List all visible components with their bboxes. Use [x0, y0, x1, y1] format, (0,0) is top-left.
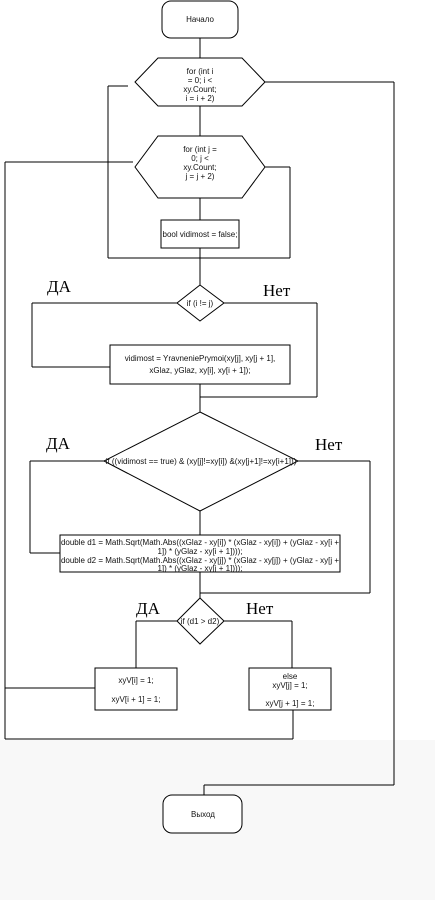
if-vidimost-text: if ((vidimost == true) & (xy[j]!=xy[i]) …: [106, 457, 297, 466]
else-line-3: xyV[j + 1] = 1;: [266, 699, 315, 708]
branch-no-label-2: Нет: [315, 435, 343, 454]
for-i-line-2: = 0; i <: [188, 76, 213, 85]
else-line-1: else: [283, 672, 298, 681]
branch-yes-label-1: ДА: [47, 277, 72, 296]
xyv-i-line-2: xyV[i + 1] = 1;: [112, 695, 161, 704]
distances-line-1: double d1 = Math.Sqrt(Math.Abs((xGlaz - …: [61, 538, 339, 547]
distances-process: [59, 534, 341, 573]
distances-line-3: double d2 = Math.Sqrt(Math.Abs((xGlaz - …: [61, 556, 339, 565]
branch-yes-label-2: ДА: [46, 434, 71, 453]
vidimost-assign-process: [109, 344, 291, 385]
exit-text: Выход: [191, 810, 215, 819]
if-i-ne-j-decision: [176, 284, 225, 322]
else-process: [248, 667, 332, 711]
for-j-line-2: 0; j <: [191, 154, 209, 163]
for-i-line-1: for (int i: [187, 67, 214, 76]
start-text: Начало: [186, 15, 214, 24]
for-i-line-3: xy.Count;: [183, 85, 216, 94]
connectors: [4, 38, 395, 795]
else-line-2: xyV[j] = 1;: [272, 681, 307, 690]
for-i-line-4: i = i + 2): [186, 94, 215, 103]
vidimost-line-2: xGlaz, yGlaz, xy[i], xy[i + 1]);: [149, 366, 250, 375]
distances-line-4: 1]) * (yGlaz - xy[j + 1])));: [157, 564, 242, 573]
bool-vidimost-text: bool vidimost = false;: [163, 230, 238, 239]
for-j-line-4: j = j + 2): [185, 172, 215, 181]
xyv-i-process: [94, 667, 178, 711]
if-d1-d2-text: if (d1 > d2): [181, 617, 220, 626]
distances-line-2: 1]) * (yGlaz - xy[i + 1])));: [157, 547, 242, 556]
for-j-line-3: xy.Count;: [183, 163, 216, 172]
bool-vidimost-process: [160, 219, 240, 249]
if-i-ne-j-text: if (i != j): [187, 299, 214, 308]
exit-terminal: [162, 794, 243, 834]
loop-i-hexagon: [134, 57, 266, 107]
if-d1-d2-decision: [176, 597, 225, 645]
start-terminal: [161, 0, 239, 39]
xyv-i-line-1: xyV[i] = 1;: [118, 676, 153, 685]
branch-no-label-1: Нет: [263, 281, 291, 300]
loop-j-hexagon: [134, 135, 266, 199]
for-j-line-1: for (int j =: [183, 145, 217, 154]
vidimost-line-1: vidimost = YravneniePrymoi(xy[j], xy[j +…: [125, 354, 276, 363]
branch-yes-label-3: ДА: [136, 599, 161, 618]
if-vidimost-decision: [102, 411, 300, 512]
branch-no-label-3: Нет: [246, 599, 274, 618]
